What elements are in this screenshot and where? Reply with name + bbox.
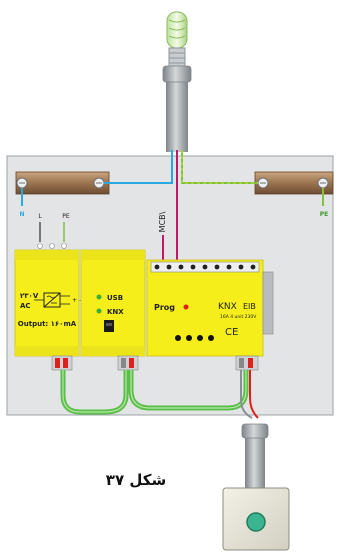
lamp-cable-sleeve <box>162 65 192 83</box>
lamp <box>166 11 188 67</box>
switch-actuator-module: Prog KNX EIB 16A 4 unit 230V CE <box>146 259 274 371</box>
terminal-screw-icon <box>61 243 67 249</box>
neutral-terminal-rail <box>15 171 110 195</box>
prog-led <box>183 304 189 310</box>
output-terminals <box>154 264 256 270</box>
push-button-cable <box>245 430 265 490</box>
lamp-cable <box>166 70 188 152</box>
neutral-wire <box>104 150 173 184</box>
pe-label: PE <box>320 211 329 218</box>
spec-label: 16A 4 unit 230V <box>220 314 257 320</box>
usb-label: USB <box>107 294 123 302</box>
usb-interface-module: USB KNX <box>80 249 146 371</box>
figure-caption: شکل ۳۷ <box>106 471 166 489</box>
pe-wire-stripe <box>181 150 258 184</box>
mcb-label: MCB\ <box>158 211 167 232</box>
neutral-label: N <box>19 211 24 218</box>
voltage-label: ۲۳۰V <box>20 292 39 300</box>
polarity-label: + − <box>72 297 84 304</box>
load-wire-red <box>249 370 259 419</box>
prog-label: Prog <box>154 303 175 312</box>
output-label: Output: ۱۶۰mA <box>18 320 77 328</box>
ac-label: AC <box>20 302 31 310</box>
knx-status-led <box>96 308 102 314</box>
channel-buttons <box>175 335 214 341</box>
push-button-cable-sleeve <box>241 423 269 439</box>
usb-status-led <box>96 294 102 300</box>
lamp-spiral <box>168 19 186 39</box>
ce-mark: CE <box>225 327 238 338</box>
terminal-screw-icon <box>37 243 43 249</box>
terminal-l-label: L <box>38 213 42 220</box>
lamp-thread <box>169 52 185 64</box>
eib-brand-label: EIB <box>243 302 256 311</box>
knx-label: KNX <box>107 308 124 316</box>
load-wire-gray <box>240 370 253 419</box>
terminal-screw-icon <box>49 243 55 249</box>
knx-brand-label: KNX <box>218 302 237 312</box>
pe-terminal-rail <box>254 171 334 195</box>
push-button-box <box>222 487 290 551</box>
push-button-icon <box>246 512 266 532</box>
terminal-pe-label: PE <box>62 213 70 220</box>
